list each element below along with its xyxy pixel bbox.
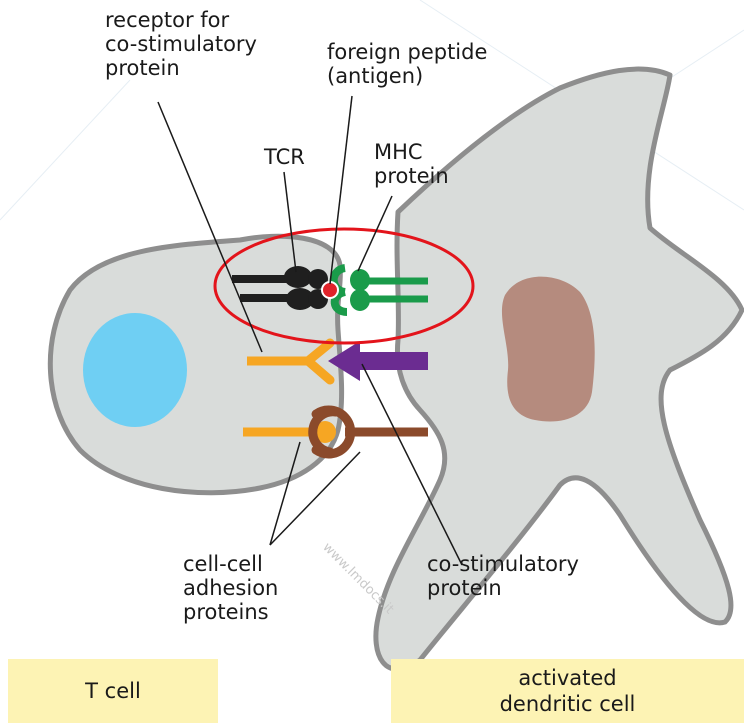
receptor-label-line1: receptor for bbox=[105, 8, 257, 32]
costim-label-line2: protein bbox=[427, 576, 579, 600]
receptor-label: receptor for co-stimulatory protein bbox=[105, 8, 257, 80]
mhc-label-line1: MHC bbox=[374, 140, 449, 164]
mhc-label: MHC protein bbox=[374, 140, 449, 188]
adhesion-label-line1: cell-cell bbox=[183, 552, 278, 576]
t-cell-nucleus bbox=[83, 313, 187, 427]
costim-label: co-stimulatory protein bbox=[427, 552, 579, 600]
mhc-label-line2: protein bbox=[374, 164, 449, 188]
adhesion-label: cell-cell adhesion proteins bbox=[183, 552, 278, 624]
adhesion-label-line2: adhesion bbox=[183, 576, 278, 600]
dendritic-nucleus bbox=[502, 277, 595, 422]
dendritic-cell-caption: activated dendritic cell bbox=[391, 659, 744, 723]
antigen-peptide bbox=[322, 282, 338, 298]
dendritic-caption-line1: activated bbox=[518, 665, 616, 691]
dendritic-caption-line2: dendritic cell bbox=[500, 691, 636, 717]
tcr-label: TCR bbox=[264, 145, 305, 169]
costim-label-line1: co-stimulatory bbox=[427, 552, 579, 576]
receptor-label-line3: protein bbox=[105, 56, 257, 80]
peptide-label-line1: foreign peptide bbox=[327, 40, 487, 64]
peptide-label-line2: (antigen) bbox=[327, 64, 487, 88]
peptide-label: foreign peptide (antigen) bbox=[327, 40, 487, 88]
adhesion-label-line3: proteins bbox=[183, 600, 278, 624]
t-cell-caption: T cell bbox=[8, 659, 218, 723]
receptor-label-line2: co-stimulatory bbox=[105, 32, 257, 56]
